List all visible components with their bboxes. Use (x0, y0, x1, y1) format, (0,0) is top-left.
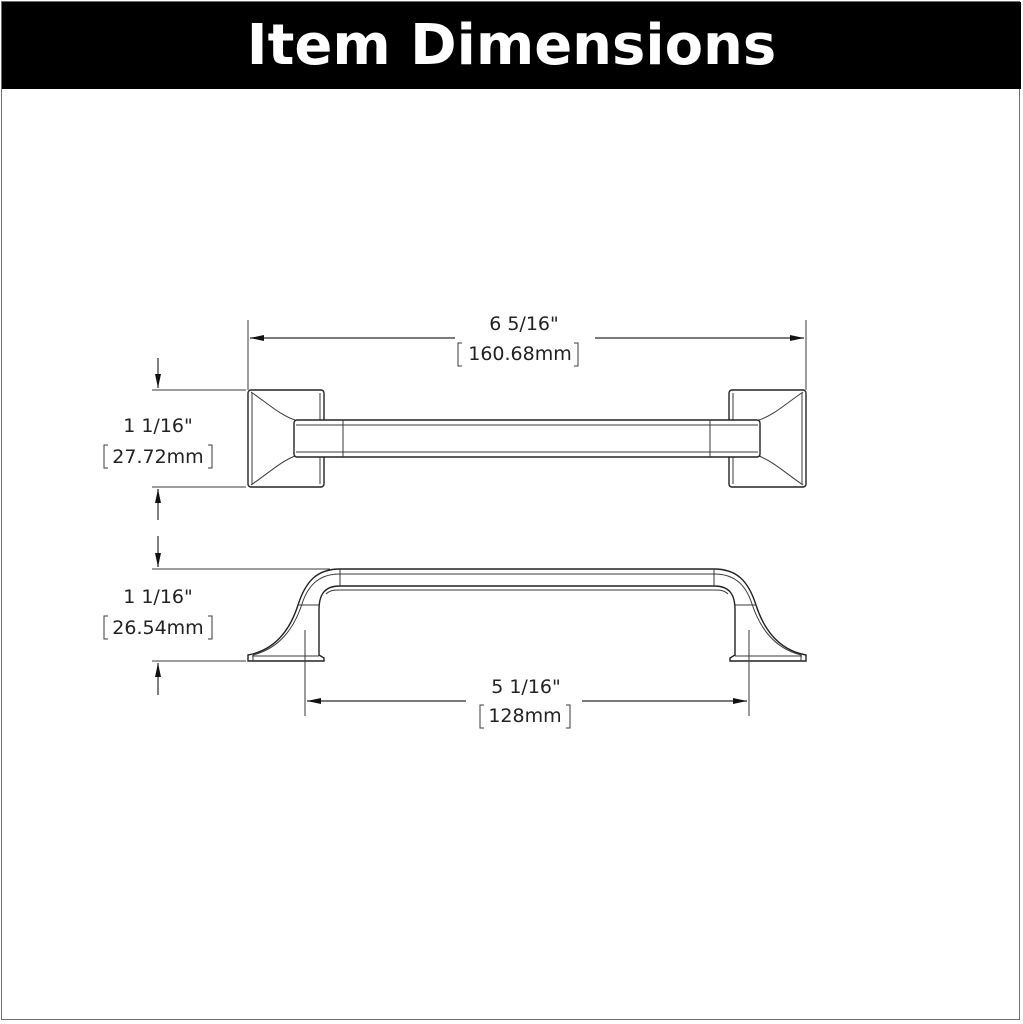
top-view-height-metric: 27.72mm (112, 446, 203, 468)
overall-length-metric: 160.68mm (468, 343, 572, 365)
center-to-center-imperial: 5 1/16" (491, 676, 561, 698)
side-view-handle (247, 568, 807, 662)
header-banner: Item Dimensions (2, 2, 1021, 89)
top-view-handle (247, 389, 807, 488)
center-to-center-dimension: 5 1/16" 128mm (304, 630, 750, 729)
top-view-height-dimension: 1 1/16" 27.72mm (103, 358, 246, 520)
side-view-height-metric: 26.54mm (112, 617, 203, 639)
top-view-height-imperial: 1 1/16" (123, 415, 193, 437)
center-to-center-metric: 128mm (488, 705, 561, 727)
overall-length-dimension: 6 5/16" 160.68mm (247, 313, 807, 390)
side-view-height-dimension: 1 1/16" 26.54mm (103, 536, 330, 695)
side-view-height-imperial: 1 1/16" (123, 586, 193, 608)
page-title: Item Dimensions (246, 13, 777, 78)
overall-length-metric-group: 160.68mm (457, 342, 579, 367)
overall-length-imperial: 6 5/16" (489, 313, 559, 335)
